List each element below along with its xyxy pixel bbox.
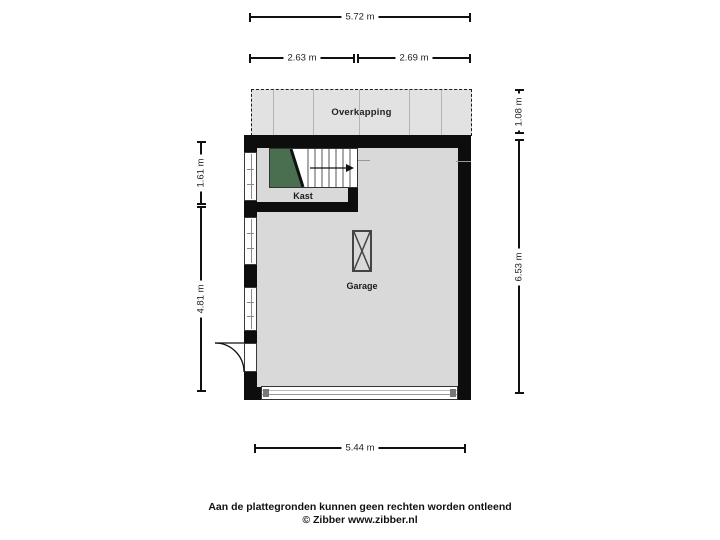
overkapping-divider	[441, 90, 442, 135]
kast-wall-bottom	[257, 202, 358, 212]
staircase	[269, 148, 358, 188]
dimension-right-upper-label: 1.08 m	[512, 92, 526, 131]
dimension-left-lower-label: 4.81 m	[194, 280, 208, 318]
dimension-top-total-label: 5.72 m	[341, 10, 379, 24]
room-label-garage: Garage	[346, 281, 378, 291]
window	[244, 217, 257, 265]
garage-door-end-cap	[263, 389, 269, 397]
building-outline: Kast Garage	[244, 135, 471, 400]
overkapping-divider	[359, 90, 360, 135]
dimension-right-lower: 6.53 m	[512, 139, 526, 394]
dimension-left-lower: 4.81 m	[194, 206, 208, 392]
overkapping-divider	[273, 90, 274, 135]
window	[244, 287, 257, 331]
dimension-top-left-label: 2.63 m	[283, 51, 321, 65]
dimension-right-upper: 1.08 m	[512, 89, 526, 134]
overkapping-divider	[313, 90, 314, 135]
garage-door-panel-line	[262, 390, 457, 391]
footer-credit: © Zibber www.zibber.nl	[302, 514, 418, 526]
footer-disclaimer: Aan de plattegronden kunnen geen rechten…	[208, 501, 512, 513]
dimension-left-upper: 1.61 m	[194, 141, 208, 205]
window-glass-line	[250, 289, 252, 329]
column-symbol	[352, 230, 372, 272]
dimension-left-upper-label: 1.61 m	[194, 154, 208, 192]
door-swing-icon	[214, 342, 245, 373]
kast-wall-right	[348, 173, 358, 212]
dimension-top-total: 5.72 m	[249, 10, 471, 24]
room-label-kast: Kast	[293, 191, 313, 201]
stair-break-line	[289, 148, 305, 188]
dimension-top-right: 2.69 m	[357, 51, 471, 65]
garage-door-end-cap	[450, 389, 456, 397]
dimension-top-left: 2.63 m	[249, 51, 355, 65]
dimension-bottom: 5.44 m	[254, 441, 466, 455]
window	[244, 152, 257, 201]
room-label-overkapping: Overkapping	[331, 107, 392, 118]
stair-landing-green	[270, 149, 303, 187]
room-overkapping: Overkapping	[251, 89, 472, 136]
side-door	[244, 343, 257, 372]
garage-door	[261, 386, 458, 400]
dimension-top-right-label: 2.69 m	[395, 51, 433, 65]
window-glass-line	[250, 154, 252, 199]
stair-direction-arrow-icon	[346, 164, 354, 172]
overkapping-divider	[409, 90, 410, 135]
garage-door-panel-line	[262, 394, 457, 395]
dimension-right-lower-label: 6.53 m	[512, 247, 526, 286]
column-x-icon	[354, 232, 370, 270]
window-glass-line	[250, 219, 252, 263]
staircase-drawing	[270, 148, 354, 188]
dimension-bottom-label: 5.44 m	[341, 441, 379, 455]
footer: Aan de plattegronden kunnen geen rechten…	[0, 501, 720, 527]
right-wall-marker	[456, 161, 471, 162]
